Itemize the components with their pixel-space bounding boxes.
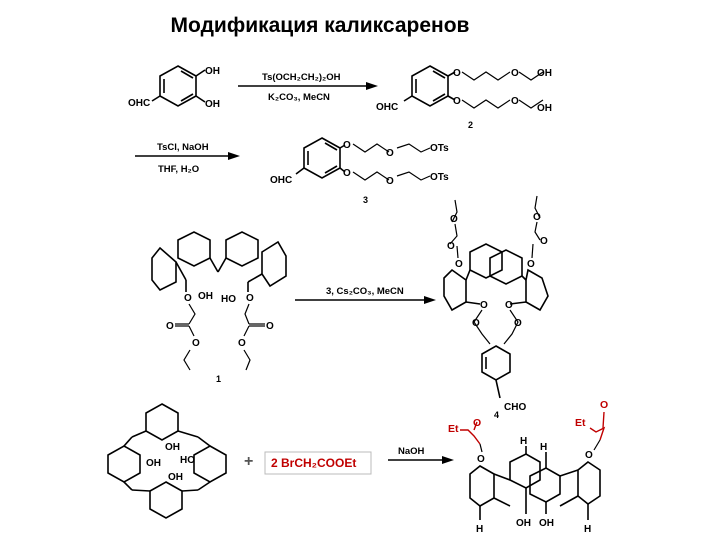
calix4arene: OH OH HO OH [107, 403, 227, 519]
compound-number: 4 [494, 410, 499, 420]
ether-o-label: O [455, 259, 463, 270]
oh-label: OH [198, 291, 213, 302]
condition-label: 3, Cs₂CO₃, MeCN [326, 286, 404, 297]
crown-o-label: O [505, 300, 513, 311]
carbonyl-o-label: O [266, 321, 274, 332]
ethyl-label: Et [448, 423, 459, 435]
reaction-arrow-4: NaOH [388, 446, 454, 464]
ho-label: HO [180, 455, 195, 466]
oh-label: OH [205, 99, 220, 110]
ether-o-label: O [184, 293, 192, 304]
compound-number: 3 [363, 195, 368, 205]
ots-label: OTs [430, 172, 449, 183]
ethyl-label: Et [575, 417, 586, 429]
reaction-arrow-1: Ts(OCH₂CH₂)₂OH K₂CO₃, MeCN [238, 72, 378, 103]
ether-o-label: O [386, 176, 394, 187]
compound-number: 2 [468, 120, 473, 130]
h-label: H [476, 524, 483, 535]
oh-label: OH [539, 518, 554, 529]
oh-label: OH [537, 103, 552, 114]
crown-o-label: O [472, 318, 480, 329]
h-label: H [520, 436, 527, 447]
calix4arene-diester: Et O Et O O O H H H H OH OH [448, 399, 608, 535]
reagent-box [264, 451, 372, 475]
carbonyl-o-label: O [540, 236, 548, 247]
ether-o-label: O [511, 96, 519, 107]
carbonyl-o-label: O [447, 241, 455, 252]
ots-label: OTs [430, 143, 449, 154]
cho-label: OHC [270, 175, 292, 186]
ether-o-label: O [343, 140, 351, 151]
compound-dihydroxybenzaldehyde: OH OH OHC [128, 65, 220, 110]
h-label: H [584, 524, 591, 535]
ester-o-label: O [192, 338, 200, 349]
ether-o-label: O [533, 212, 541, 223]
ether-o-label: O [511, 68, 519, 79]
ether-o-label: O [246, 293, 254, 304]
ester-o-label: O [238, 338, 246, 349]
condition-label: NaOH [398, 446, 425, 457]
oh-label: OH [516, 518, 531, 529]
crown-o-label: O [514, 318, 522, 329]
ether-o-label: O [453, 68, 461, 79]
ether-o-label: O [343, 168, 351, 179]
oh-label: OH [537, 68, 552, 79]
reagent-label: 2 BrCH₂COOEt [271, 456, 356, 470]
oh-label: OH [205, 66, 220, 77]
carbonyl-o-label: O [600, 399, 608, 411]
condition-top: TsCl, NaOH [157, 142, 209, 153]
cho-label: CHO [504, 402, 526, 413]
ho-label: HO [221, 294, 236, 305]
reaction-arrow-3: 3, Cs₂CO₃, MeCN [295, 286, 436, 304]
ether-o-label: O [386, 148, 394, 159]
condition-bottom: K₂CO₃, MeCN [268, 92, 330, 103]
ether-o-label: O [453, 96, 461, 107]
reaction-arrow-2: TsCl, NaOH THF, H₂O [135, 142, 240, 175]
crown-o-label: O [480, 300, 488, 311]
h-label: H [540, 442, 547, 453]
condition-bottom: THF, H₂O [158, 164, 199, 175]
condition-top: Ts(OCH₂CH₂)₂OH [262, 72, 341, 83]
plus-sign: + [244, 453, 253, 470]
carbonyl-o-label: O [166, 321, 174, 332]
ether-o-label: O [585, 450, 593, 461]
oh-label: OH [146, 458, 161, 469]
ether-o-label: O [450, 214, 458, 225]
cho-label: OHC [376, 102, 398, 113]
ether-o-label: O [477, 454, 485, 465]
compound-1-calixarene: O O OH HO O O O O 1 [151, 231, 287, 384]
compound-number: 1 [216, 374, 221, 384]
compound-3: O O O O OTs OTs OHC 3 [270, 137, 449, 205]
oh-label: OH [168, 472, 183, 483]
cho-label: OHC [128, 98, 150, 109]
page-title: Модификация каликсаренов [170, 14, 470, 37]
compound-4-calixcrown: O O O O O O O O O O CHO 4 [443, 195, 549, 420]
oh-label: OH [165, 442, 180, 453]
ether-o-label: O [527, 259, 535, 270]
compound-2: O O O O OH OH OHC 2 [376, 65, 552, 130]
